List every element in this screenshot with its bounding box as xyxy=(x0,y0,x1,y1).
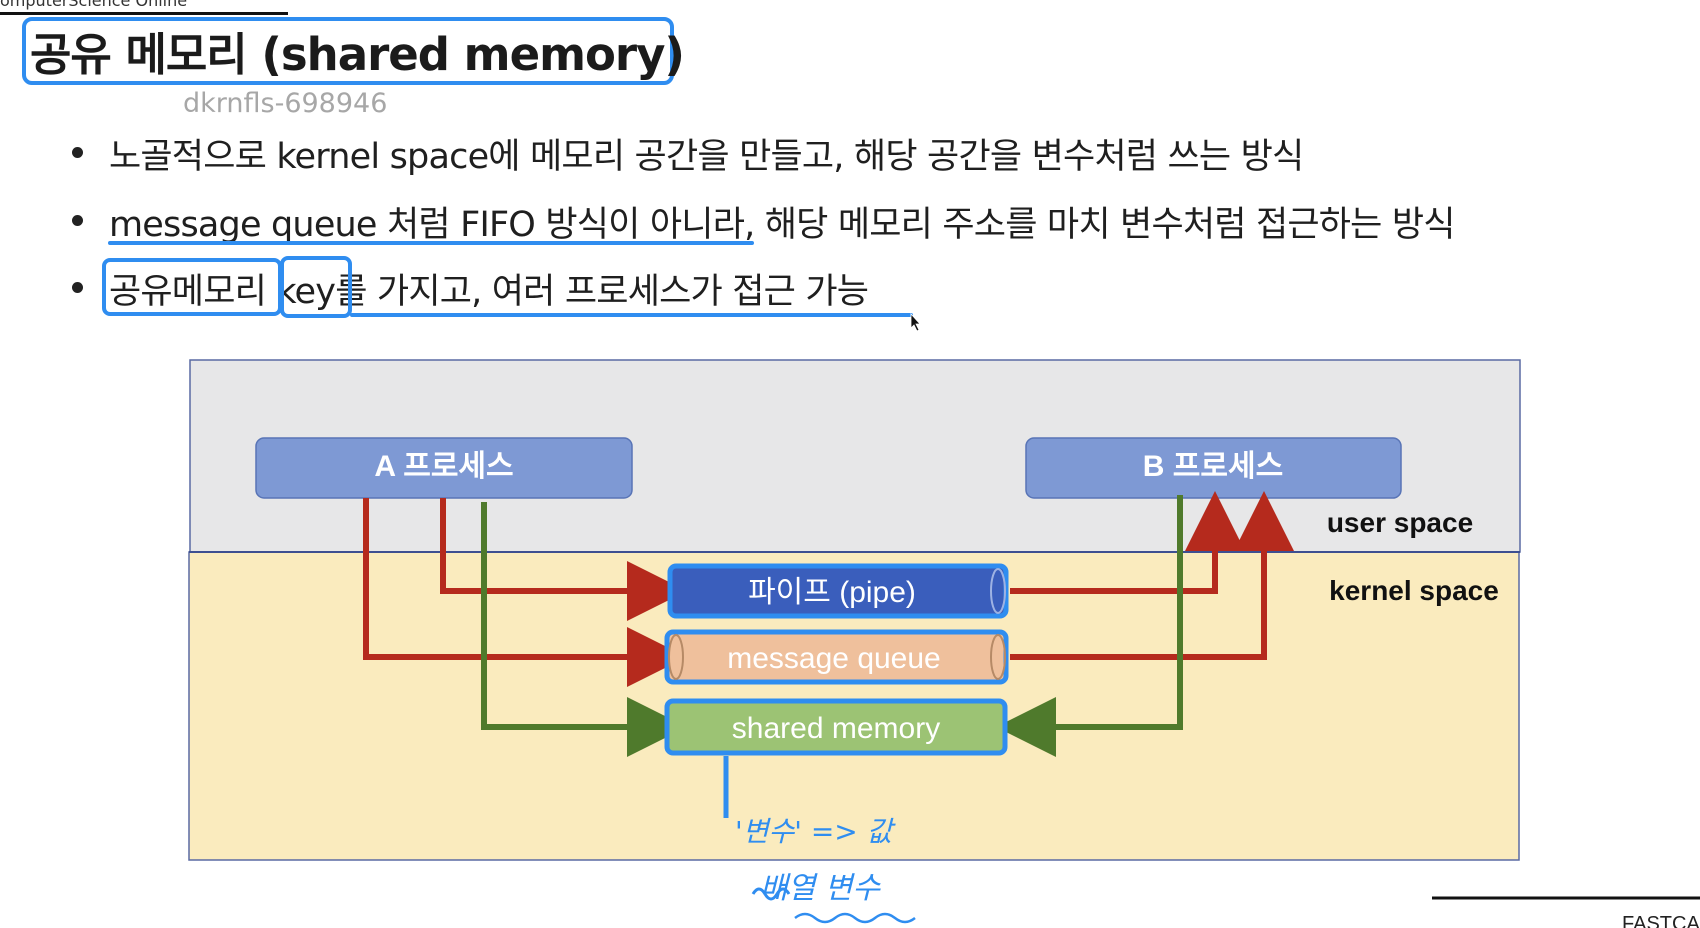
shared-memory-label: shared memory xyxy=(732,712,940,745)
shared-memory-box xyxy=(664,698,1008,756)
bullet-text: 노골적으로 kernel space에 메모리 공간을 만들고, 해당 공간을 … xyxy=(109,137,1304,177)
bullet-dot xyxy=(72,215,83,226)
bullet-text: 공유메모리 key를 가지고, 여러 프로세스가 접근 가능 xyxy=(109,272,869,312)
queue-write-arrow xyxy=(363,498,687,687)
course-label: omputerScience Online xyxy=(0,0,188,10)
shm-b-arrow xyxy=(996,495,1183,757)
bullet-text: message queue 처럼 FIFO 방식이 아니라, 해당 메모리 주소… xyxy=(109,205,1456,245)
handwritten-scribble xyxy=(751,887,791,901)
handwritten-underline xyxy=(794,912,916,924)
pipe-box-end xyxy=(990,568,1006,614)
key-circle-annotation xyxy=(280,256,352,318)
pipe-read-arrow xyxy=(1010,491,1245,594)
watermark: dkrnfls-698946 xyxy=(183,88,388,119)
bullet-dot xyxy=(72,282,83,293)
user-space-label: user space xyxy=(1327,507,1473,538)
kernel-space-label: kernel space xyxy=(1329,575,1499,606)
mouse-cursor-icon xyxy=(910,312,921,332)
slide-title: 공유 메모리 (shared memory) xyxy=(30,28,685,81)
queue-read-arrow xyxy=(1010,491,1294,660)
shm-a-arrow xyxy=(481,502,687,757)
message-queue-label: message queue xyxy=(727,642,941,675)
corner-mark: · xyxy=(1693,0,1698,8)
handwritten-note-2: 배열 변수 xyxy=(760,871,881,906)
bullet-dot xyxy=(72,147,83,158)
message-queue-box-end xyxy=(990,634,1006,680)
underline-annotation xyxy=(108,241,754,245)
message-queue-box-start xyxy=(668,634,684,680)
pipe-label: 파이프 (pipe) xyxy=(748,576,916,609)
pipe-write-arrow xyxy=(440,498,687,621)
process-b-label: B 프로세스 xyxy=(1143,450,1283,483)
handwritten-note-1: '변수' => 값 xyxy=(735,815,897,848)
underline-annotation xyxy=(350,313,913,317)
header-rule xyxy=(0,12,288,15)
process-a-label: A 프로세스 xyxy=(374,450,513,483)
title-highlight-box xyxy=(22,17,674,85)
footer-brand: FASTCAM xyxy=(1622,913,1700,928)
